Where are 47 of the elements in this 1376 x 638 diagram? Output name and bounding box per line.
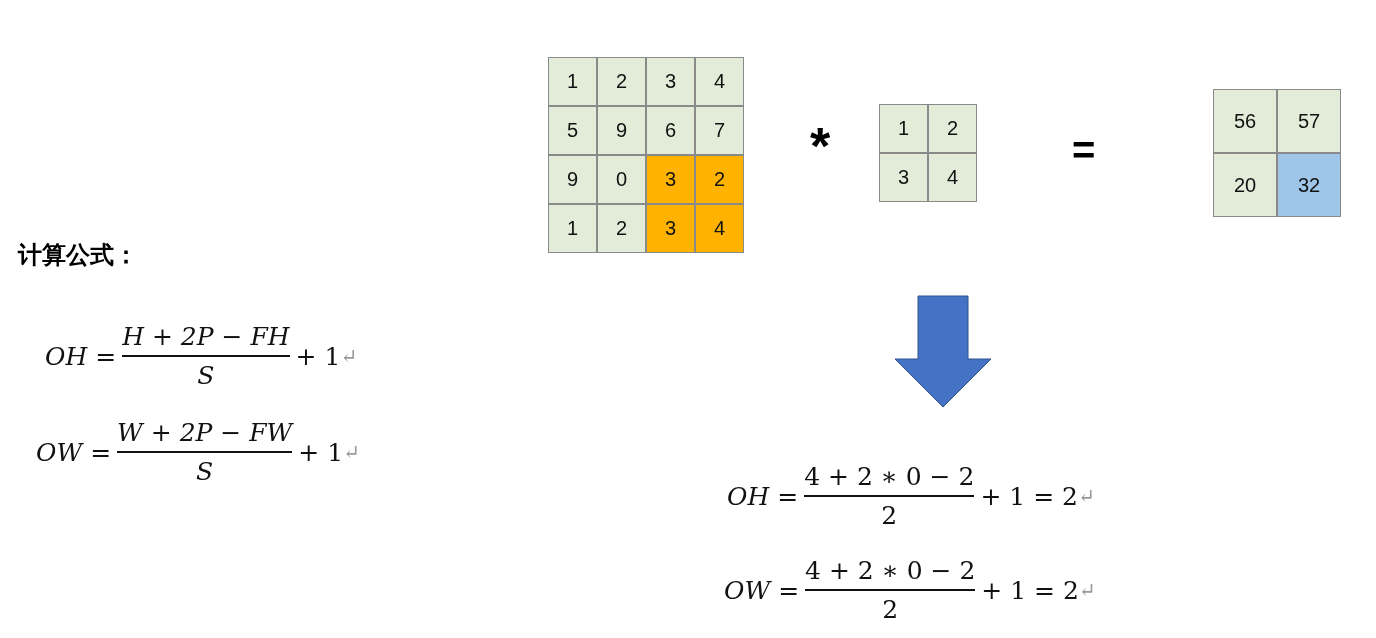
operator-symbol: = (1072, 130, 1096, 170)
formula-denominator: 2 (881, 501, 898, 530)
formula-text: + 1 (295, 341, 341, 371)
formula-numerator: H + 2P − FH (122, 322, 290, 351)
matrix-cell: 1 (548, 57, 597, 106)
matrix-cell: 3 (646, 204, 695, 253)
formula-text: OH = (45, 341, 117, 371)
matrix-cell: 9 (597, 106, 646, 155)
paragraph-mark: ↵ (1078, 578, 1096, 602)
matrix-cell: 1 (879, 104, 928, 153)
formula-text: + 1 (298, 437, 344, 467)
formula-text: OW = (724, 575, 800, 605)
matrix-cell: 1 (548, 204, 597, 253)
formula-text: OH = (727, 481, 799, 511)
formula-numerator: W + 2P − FW (117, 418, 293, 447)
matrix-cell: 7 (695, 106, 744, 155)
formula-numerator: 4 + 2 ∗ 0 − 2 (804, 462, 975, 491)
formula-text: + 1 = 2 (980, 481, 1078, 511)
matrix-cell: 9 (548, 155, 597, 204)
matrix-cell: 2 (597, 204, 646, 253)
matrix-cell: 56 (1213, 89, 1277, 153)
formula-denominator: 2 (882, 595, 899, 624)
paragraph-mark: ↵ (340, 344, 358, 368)
matrix-cell: 4 (695, 57, 744, 106)
formula-text: + 1 = 2 (981, 575, 1079, 605)
matrix-cell: 3 (646, 57, 695, 106)
matrix-cell: 5 (548, 106, 597, 155)
formula-denominator: S (196, 457, 214, 486)
matrix-cell: 3 (646, 155, 695, 204)
formula-numerator: 4 + 2 ∗ 0 − 2 (805, 556, 976, 585)
matrix-cell: 4 (928, 153, 977, 202)
paragraph-mark: ↵ (343, 440, 360, 464)
matrix-cell: 4 (695, 204, 744, 253)
matrix-cell: 6 (646, 106, 695, 155)
formula-text: OW = (36, 437, 112, 467)
operator-symbol: * (810, 120, 831, 172)
matrix-cell: 20 (1213, 153, 1277, 217)
matrix-cell: 2 (597, 57, 646, 106)
matrix-cell: 2 (695, 155, 744, 204)
matrix-cell: 2 (928, 104, 977, 153)
paragraph-mark: ↵ (1077, 484, 1095, 508)
formula-denominator: S (197, 361, 215, 390)
matrix-cell: 0 (597, 155, 646, 204)
heading: 计算公式： (18, 243, 138, 267)
matrix-cell: 57 (1277, 89, 1341, 153)
matrix-cell: 3 (879, 153, 928, 202)
matrix-cell: 32 (1277, 153, 1341, 217)
